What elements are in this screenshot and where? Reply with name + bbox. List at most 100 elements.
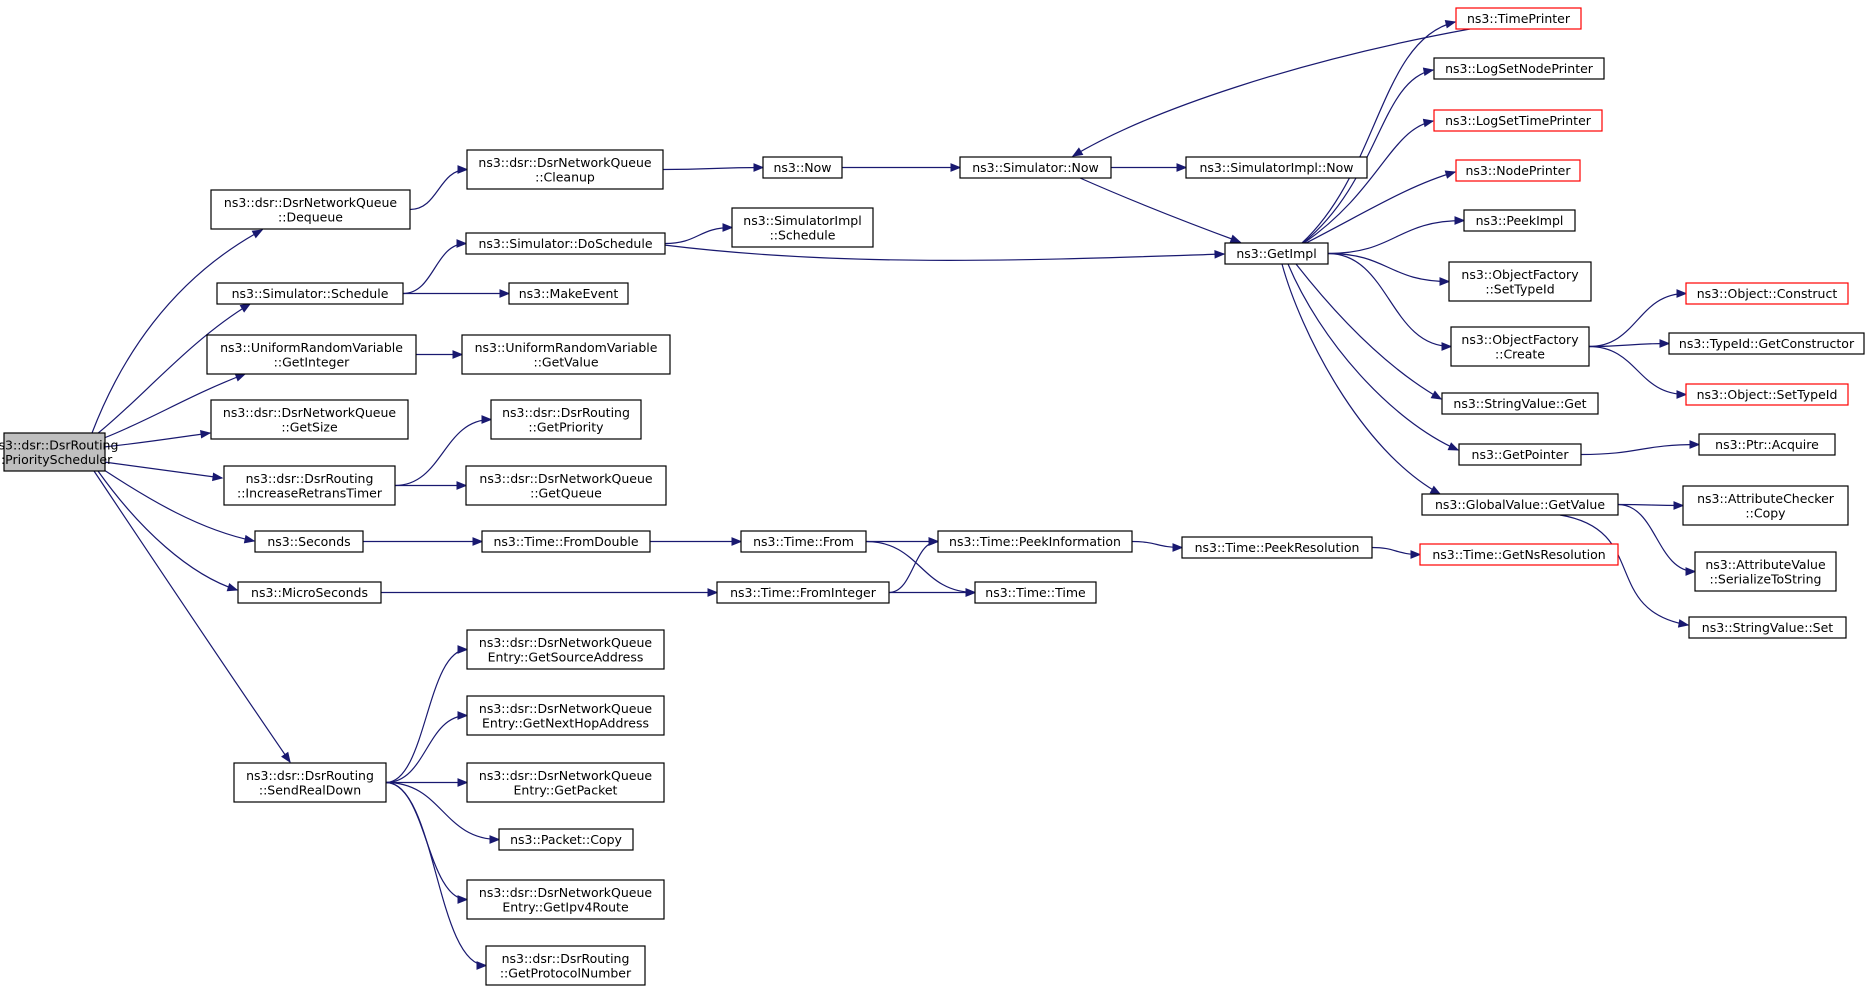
node-label-getipv4route-line-1: Entry::GetIpv4Route <box>502 899 629 914</box>
node-microseconds[interactable]: ns3::MicroSeconds <box>237 581 382 604</box>
arrowhead-root-to-getsize <box>200 429 212 439</box>
node-box-ptr_acquire <box>1698 433 1836 456</box>
edge-getpointer-to-ptr_acquire <box>1580 443 1700 456</box>
node-getvalue_urv[interactable]: ns3::UniformRandomVariable::GetValue <box>461 334 671 375</box>
node-fromdouble[interactable]: ns3::Time::FromDouble <box>481 530 651 553</box>
node-schedule[interactable]: ns3::Simulator::Schedule <box>216 282 404 305</box>
node-label-getprotocol-line-0: ns3::dsr::DsrRouting <box>502 951 630 966</box>
node-label-peekres-line-0: ns3::Time::PeekResolution <box>1195 540 1360 555</box>
node-box-makeevent <box>508 282 629 305</box>
node-stringvalue_set[interactable]: ns3::StringValue::Set <box>1688 616 1847 639</box>
node-label-root-line-1: ::PriorityScheduler <box>0 452 113 467</box>
node-sendrealdown[interactable]: ns3::dsr::DsrRouting::SendRealDown <box>233 762 387 803</box>
node-getimpl[interactable]: ns3::GetImpl <box>1224 242 1329 265</box>
node-peekimpl[interactable]: ns3::PeekImpl <box>1463 209 1576 232</box>
node-stringvalue_get[interactable]: ns3::StringValue::Get <box>1441 392 1599 415</box>
edge-root-to-seconds <box>103 469 255 542</box>
node-makeevent[interactable]: ns3::MakeEvent <box>508 282 629 305</box>
node-box-attrchecker_copy <box>1682 485 1849 526</box>
node-timeprinter[interactable]: ns3::TimePrinter <box>1455 7 1582 30</box>
edge-getimpl-to-gv_getvalue <box>1281 263 1441 495</box>
node-label-frominteger-line-0: ns3::Time::FromInteger <box>730 585 877 600</box>
node-attrchecker_copy[interactable]: ns3::AttributeChecker::Copy <box>1682 485 1849 526</box>
node-box-of_settypeid <box>1448 261 1592 302</box>
arrowhead-root-to-sendrealdown <box>281 751 291 764</box>
node-getinteger[interactable]: ns3::UniformRandomVariable::GetInteger <box>206 334 417 375</box>
node-timetime[interactable]: ns3::Time::Time <box>974 581 1097 604</box>
arrowhead-sendrealdown-to-getsourceaddr <box>457 645 469 654</box>
node-of_settypeid[interactable]: ns3::ObjectFactory::SetTypeId <box>1448 261 1592 302</box>
node-nodeprinter[interactable]: ns3::NodePrinter <box>1455 159 1581 182</box>
node-packetcopy[interactable]: ns3::Packet::Copy <box>498 828 634 851</box>
node-obj_settypeid[interactable]: ns3::Object::SetTypeId <box>1685 383 1849 406</box>
node-box-frominteger <box>716 581 890 604</box>
node-simimpl_schedule[interactable]: ns3::SimulatorImpl::Schedule <box>731 207 874 248</box>
node-root[interactable]: ns3::dsr::DsrRouting::PriorityScheduler <box>0 432 118 472</box>
node-gv_getvalue[interactable]: ns3::GlobalValue::GetValue <box>1421 493 1619 516</box>
arrowhead-doschedule-to-getimpl <box>1214 249 1226 259</box>
node-getpointer[interactable]: ns3::GetPointer <box>1458 443 1582 466</box>
node-of_create[interactable]: ns3::ObjectFactory::Create <box>1450 326 1590 367</box>
arrowhead-simnow-to-getimpl <box>1229 234 1242 243</box>
node-box-peekres <box>1181 536 1373 559</box>
arrowhead-gv_getvalue-to-attrchecker_copy <box>1673 501 1685 510</box>
node-box-cleanup <box>466 149 664 190</box>
node-peekres[interactable]: ns3::Time::PeekResolution <box>1181 536 1373 559</box>
node-label-root-line-0: ns3::dsr::DsrRouting <box>0 437 118 452</box>
node-cleanup[interactable]: ns3::dsr::DsrNetworkQueue::Cleanup <box>466 149 664 190</box>
node-getsize[interactable]: ns3::dsr::DsrNetworkQueue::GetSize <box>210 399 409 440</box>
node-logtimeprinter[interactable]: ns3::LogSetTimePrinter <box>1433 109 1603 132</box>
node-label-logtimeprinter-line-0: ns3::LogSetTimePrinter <box>1445 113 1592 128</box>
node-getpacket[interactable]: ns3::dsr::DsrNetworkQueueEntry::GetPacke… <box>466 762 665 803</box>
node-attrvalue_serialize[interactable]: ns3::AttributeValue::SerializeToString <box>1694 551 1837 592</box>
node-now[interactable]: ns3::Now <box>762 156 843 179</box>
node-ptr_acquire[interactable]: ns3::Ptr::Acquire <box>1698 433 1836 456</box>
node-simimplnow[interactable]: ns3::SimulatorImpl::Now <box>1185 156 1368 179</box>
node-getprotocol[interactable]: ns3::dsr::DsrRouting::GetProtocolNumber <box>485 945 646 986</box>
node-dequeue[interactable]: ns3::dsr::DsrNetworkQueue::Dequeue <box>210 189 411 230</box>
node-lognodeprinter[interactable]: ns3::LogSetNodePrinter <box>1433 57 1605 80</box>
edge-frominteger-to-peekinfo <box>888 540 939 594</box>
arrowhead-frominteger-to-peekinfo <box>928 537 940 546</box>
node-getqueue[interactable]: ns3::dsr::DsrNetworkQueue::GetQueue <box>465 465 667 506</box>
nodes-layer: ns3::dsr::DsrRouting::PrioritySchedulern… <box>0 7 1865 986</box>
node-getsourceaddr[interactable]: ns3::dsr::DsrNetworkQueueEntry::GetSourc… <box>466 629 665 670</box>
node-label-getsize-line-1: ::GetSize <box>281 419 338 434</box>
node-peekinfo[interactable]: ns3::Time::PeekInformation <box>937 530 1133 553</box>
node-label-getprotocol-line-1: ::GetProtocolNumber <box>500 965 632 980</box>
node-simnow[interactable]: ns3::Simulator::Now <box>959 156 1112 179</box>
edge-gv_getvalue-to-attrvalue_serialize <box>1617 503 1696 573</box>
edge-getimpl-to-peekimpl <box>1327 219 1465 255</box>
node-obj_construct[interactable]: ns3::Object::Construct <box>1685 282 1849 305</box>
node-box-getqueue <box>465 465 667 506</box>
node-seconds[interactable]: ns3::Seconds <box>254 530 364 553</box>
edge-of_create-to-typeid_getconstructor <box>1588 342 1670 348</box>
node-box-getpointer <box>1458 443 1582 466</box>
arrowhead-of_create-to-obj_settypeid <box>1676 390 1688 399</box>
edge-increase-to-getpriority <box>394 418 492 487</box>
node-box-logtimeprinter <box>1433 109 1603 132</box>
node-typeid_getconstructor[interactable]: ns3::TypeId::GetConstructor <box>1668 332 1865 355</box>
node-label-microseconds-line-0: ns3::MicroSeconds <box>251 585 368 600</box>
node-getnexthop[interactable]: ns3::dsr::DsrNetworkQueueEntry::GetNextH… <box>466 695 665 736</box>
node-label-getpriority-line-0: ns3::dsr::DsrRouting <box>502 405 630 420</box>
node-increase[interactable]: ns3::dsr::DsrRouting::IncreaseRetransTim… <box>223 465 396 506</box>
arrowhead-sendrealdown-to-getnexthop <box>457 711 469 720</box>
node-label-getpointer-line-0: ns3::GetPointer <box>1472 447 1570 462</box>
node-doschedule[interactable]: ns3::Simulator::DoSchedule <box>465 232 666 255</box>
node-box-now <box>762 156 843 179</box>
node-getipv4route[interactable]: ns3::dsr::DsrNetworkQueueEntry::GetIpv4R… <box>466 879 665 920</box>
node-label-nodeprinter-line-0: ns3::NodePrinter <box>1465 163 1571 178</box>
node-getpriority[interactable]: ns3::dsr::DsrRouting::GetPriority <box>490 399 642 440</box>
arrowhead-getimpl-to-of_create <box>1441 342 1453 351</box>
node-getnsres[interactable]: ns3::Time::GetNsResolution <box>1419 543 1619 566</box>
node-frominteger[interactable]: ns3::Time::FromInteger <box>716 581 890 604</box>
arrowhead-seconds-to-fromdouble <box>472 537 484 546</box>
node-timefrom[interactable]: ns3::Time::From <box>740 530 867 553</box>
node-box-doschedule <box>465 232 666 255</box>
arrowhead-root-to-getinteger <box>234 373 247 382</box>
node-label-getsize-line-0: ns3::dsr::DsrNetworkQueue <box>223 405 396 420</box>
node-label-sendrealdown-line-1: ::SendRealDown <box>259 782 361 797</box>
edge-timefrom-to-timetime <box>865 540 976 594</box>
